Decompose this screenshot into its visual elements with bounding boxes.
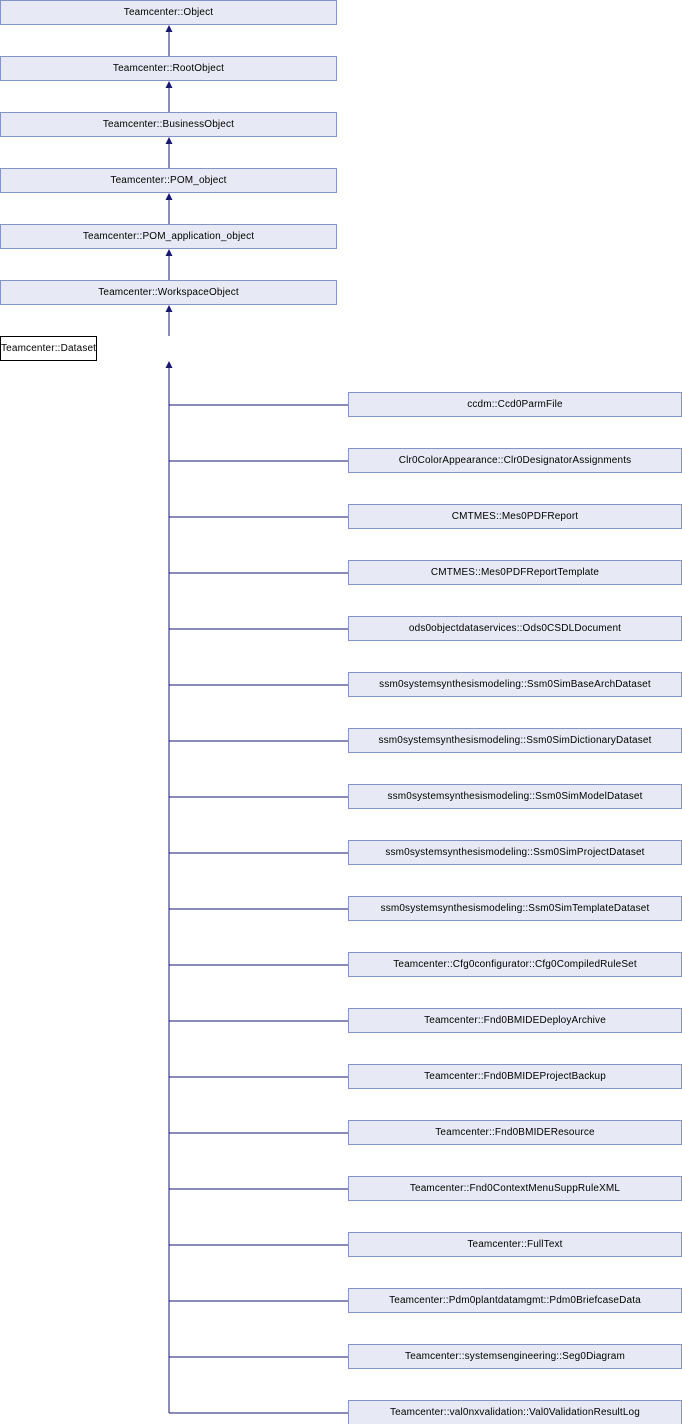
ancestor-node-3[interactable]: Teamcenter::POM_object — [0, 168, 337, 193]
descendant-node-10[interactable]: Teamcenter::Cfg0configurator::Cfg0Compil… — [348, 952, 682, 977]
descendant-node-15[interactable]: Teamcenter::FullText — [348, 1232, 682, 1257]
descendant-node-4[interactable]: ods0objectdataservices::Ods0CSDLDocument — [348, 616, 682, 641]
ancestor-node-4[interactable]: Teamcenter::POM_application_object — [0, 224, 337, 249]
descendant-node-3[interactable]: CMTMES::Mes0PDFReportTemplate — [348, 560, 682, 585]
descendant-node-18[interactable]: Teamcenter::val0nxvalidation::Val0Valida… — [348, 1400, 682, 1424]
descendant-node-7[interactable]: ssm0systemsynthesismodeling::Ssm0SimMode… — [348, 784, 682, 809]
ancestor-node-1[interactable]: Teamcenter::RootObject — [0, 56, 337, 81]
descendant-node-1[interactable]: Clr0ColorAppearance::Clr0DesignatorAssig… — [348, 448, 682, 473]
current-node-dataset[interactable]: Teamcenter::Dataset — [0, 336, 98, 361]
descendant-node-0[interactable]: ccdm::Ccd0ParmFile — [348, 392, 682, 417]
ancestor-node-2[interactable]: Teamcenter::BusinessObject — [0, 112, 337, 137]
descendant-node-9[interactable]: ssm0systemsynthesismodeling::Ssm0SimTemp… — [348, 896, 682, 921]
ancestor-node-0[interactable]: Teamcenter::Object — [0, 0, 337, 25]
descendant-node-8[interactable]: ssm0systemsynthesismodeling::Ssm0SimProj… — [348, 840, 682, 865]
descendant-node-5[interactable]: ssm0systemsynthesismodeling::Ssm0SimBase… — [348, 672, 682, 697]
descendant-node-16[interactable]: Teamcenter::Pdm0plantdatamgmt::Pdm0Brief… — [348, 1288, 682, 1313]
descendant-node-11[interactable]: Teamcenter::Fnd0BMIDEDeployArchive — [348, 1008, 682, 1033]
descendant-node-6[interactable]: ssm0systemsynthesismodeling::Ssm0SimDict… — [348, 728, 682, 753]
descendant-node-17[interactable]: Teamcenter::systemsengineering::Seg0Diag… — [348, 1344, 682, 1369]
descendant-node-2[interactable]: CMTMES::Mes0PDFReport — [348, 504, 682, 529]
ancestor-node-5[interactable]: Teamcenter::WorkspaceObject — [0, 280, 337, 305]
descendant-node-12[interactable]: Teamcenter::Fnd0BMIDEProjectBackup — [348, 1064, 682, 1089]
descendant-node-13[interactable]: Teamcenter::Fnd0BMIDEResource — [348, 1120, 682, 1145]
descendant-node-14[interactable]: Teamcenter::Fnd0ContextMenuSuppRuleXML — [348, 1176, 682, 1201]
